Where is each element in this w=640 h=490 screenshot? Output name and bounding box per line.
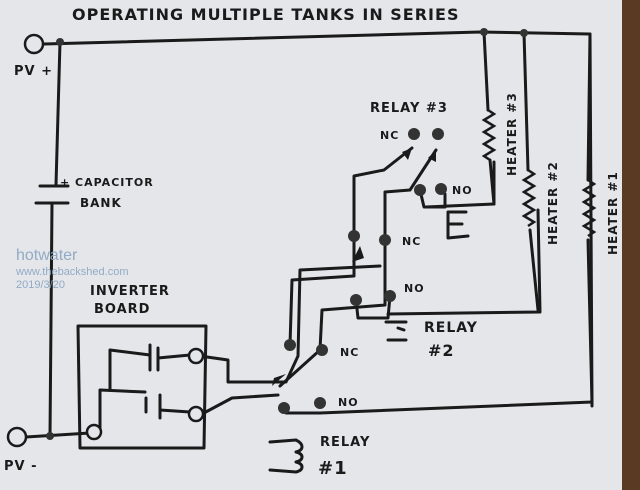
relay1-label-line2: #1	[318, 458, 348, 479]
relay2-contact-left	[350, 294, 362, 306]
inverter-mosfet-1	[108, 343, 192, 392]
relay1-no-contact	[314, 397, 326, 409]
pv-negative-left-wire	[48, 201, 54, 438]
relay1-no-label: NO	[338, 396, 359, 409]
junction-left	[56, 38, 64, 46]
diagram-title: OPERATING MULTIPLE TANKS IN SERIES	[72, 5, 459, 24]
relay2-nc-label: NC	[402, 235, 421, 248]
relay3-arm	[383, 148, 438, 252]
heater2-resistor	[521, 168, 537, 228]
relay2-no-contact	[384, 290, 396, 302]
pv-positive-label: PV +	[14, 64, 53, 79]
relay2-common-wire	[318, 248, 387, 352]
relay1-contact-left	[278, 402, 290, 414]
relay2-arm-to-relay3	[352, 146, 414, 238]
relay1-nc-label: NC	[340, 346, 359, 359]
relay3-nc-contact	[408, 128, 420, 140]
inverter-label-line2: BOARD	[94, 302, 150, 317]
relay2-nc-contact	[379, 234, 391, 246]
relay2-label-line1: RELAY	[424, 320, 478, 336]
heater3-resistor	[481, 108, 497, 162]
pv-positive-left-wire	[54, 40, 62, 187]
heater3-label: HEATER #3	[505, 92, 519, 176]
inverter-board-box	[76, 324, 208, 450]
relay3-contact-left	[414, 184, 426, 196]
relay1-no-wire	[282, 400, 594, 415]
heater1-wire	[586, 32, 594, 404]
relay1-coil	[268, 438, 304, 474]
relay1-common-contact	[284, 339, 296, 351]
relay2-no-wire	[354, 208, 542, 320]
relay2-common-contact	[348, 230, 360, 242]
relay1-nc-contact	[316, 344, 328, 356]
relay3-no-contact	[435, 183, 447, 195]
relay1-label-line1: RELAY	[320, 435, 370, 450]
relay3-no-side-contact	[432, 128, 444, 140]
relay3-arrow-2	[428, 150, 436, 162]
relay2-label-line2: #2	[428, 341, 455, 360]
relay2-coil	[384, 320, 408, 342]
watermark-date: 2019/3/20	[16, 279, 65, 291]
relay1-arrow	[272, 374, 286, 386]
inverter-terminal-neg	[85, 423, 103, 441]
watermark-site: www.thebackshed.com	[16, 266, 129, 278]
heater1-label: HEATER #1	[606, 171, 620, 255]
relay3-arrow-1	[402, 148, 412, 160]
inverter-label-line1: INVERTER	[90, 284, 170, 299]
junction-top-2	[520, 29, 528, 37]
heater3-wire	[482, 30, 496, 206]
relay3-no-label: NO	[452, 184, 473, 197]
relay2-no-label: NO	[404, 282, 425, 295]
capacitor-label-line2: BANK	[80, 196, 122, 210]
inverter-out-2	[200, 393, 280, 416]
paper	[0, 0, 622, 490]
watermark-user: hotwater	[16, 247, 78, 264]
heater2-label: HEATER #2	[546, 161, 560, 245]
pv-positive-terminal	[23, 33, 45, 55]
heater1-resistor	[581, 178, 597, 238]
relay3-coil	[446, 210, 470, 240]
junction-bottom	[46, 432, 54, 440]
capacitor-label-line1: + CAPACITOR	[60, 176, 154, 189]
inverter-mosfet-2	[98, 388, 192, 432]
pv-positive-rail	[42, 30, 594, 408]
inverter-terminal-2	[187, 405, 205, 423]
heater2-wire	[522, 31, 540, 312]
junction-top-1	[480, 28, 488, 36]
pv-negative-label: PV -	[4, 459, 38, 474]
inverter-terminal-1	[187, 347, 205, 365]
relay2-arrow-1	[352, 246, 364, 262]
relay3-label: RELAY #3	[370, 101, 448, 116]
pv-negative-terminal	[6, 426, 28, 448]
relay1-common-wire	[288, 234, 356, 347]
relay3-nc-label: NC	[380, 129, 399, 142]
relay1-arm	[278, 348, 322, 388]
